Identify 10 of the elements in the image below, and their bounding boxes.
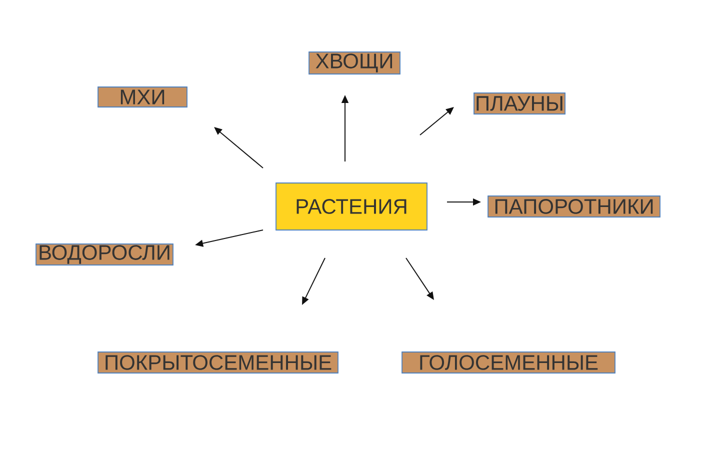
- category-box: ПАПОРОТНИКИ: [488, 196, 660, 218]
- category-box: МХИ: [98, 86, 188, 108]
- arrow: [420, 107, 454, 136]
- category-box: ВОДОРОСЛИ: [36, 244, 174, 266]
- category-box: ПОКРЫТОСЕМЕННЫЕ: [98, 352, 338, 374]
- category-box: ПЛАУНЫ: [474, 92, 566, 114]
- category-box: ГОЛОСЕМЕННЫЕ: [402, 352, 616, 374]
- concept-box: РАСТЕНИЯ: [276, 182, 428, 230]
- category-box: ХВОЩИ: [308, 52, 400, 74]
- arrow: [214, 127, 264, 168]
